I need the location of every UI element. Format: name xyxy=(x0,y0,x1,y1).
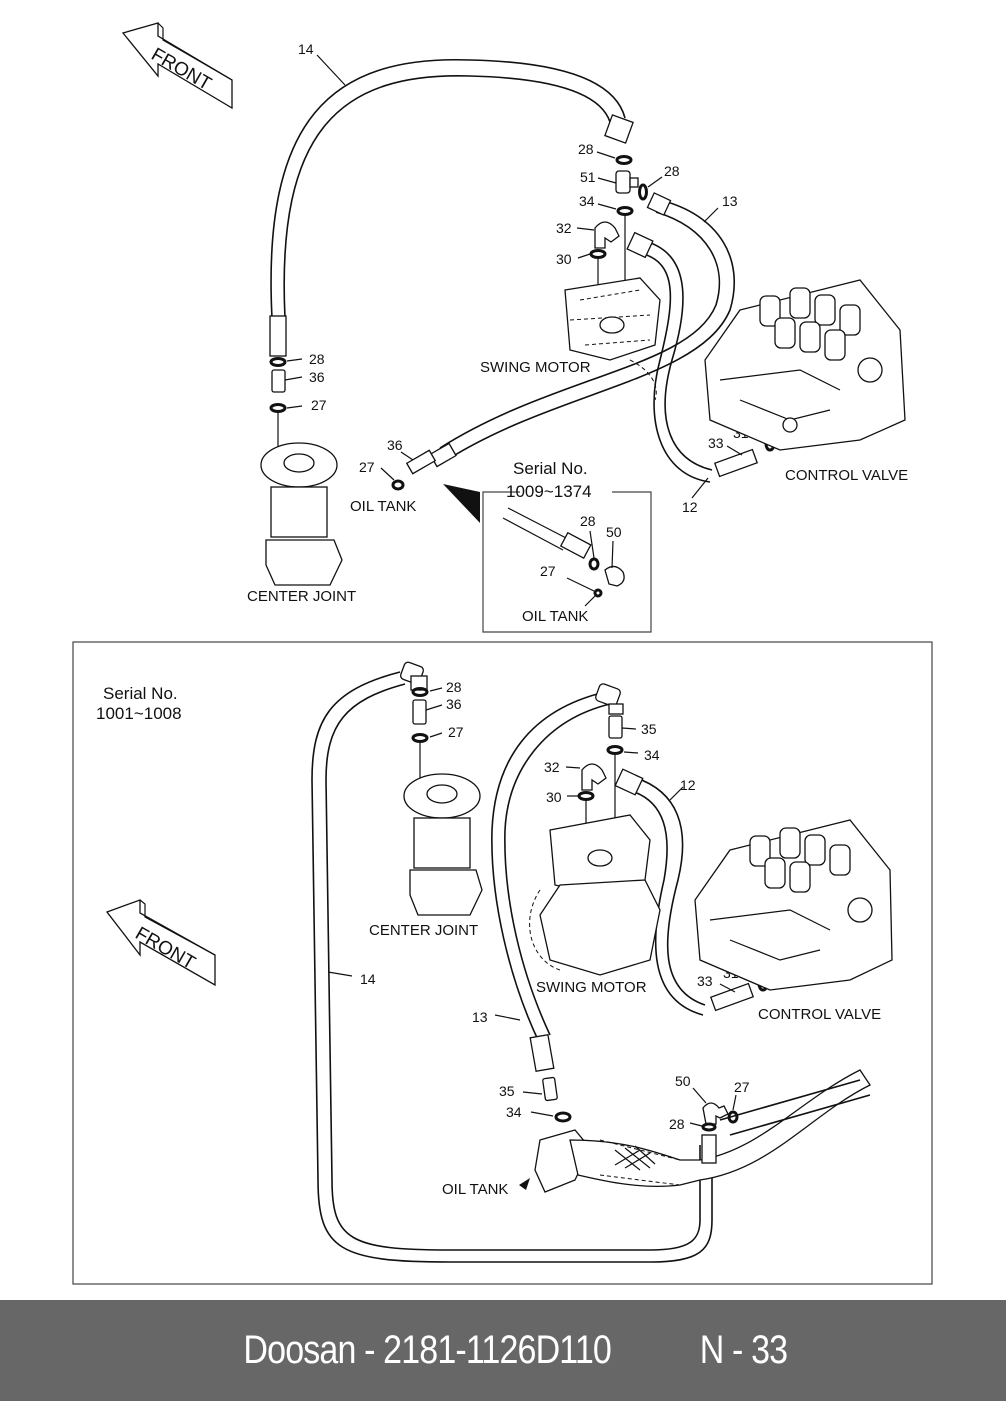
inset-oil-tank-label: OIL TANK xyxy=(522,608,588,625)
bottom-serial-label: Serial No. xyxy=(103,684,178,703)
callout-34: 34 xyxy=(579,193,595,209)
bottom-frame xyxy=(72,641,933,1285)
oil-tank-connection: 27 36 OIL TANK xyxy=(350,437,437,515)
inset-callout-50: 50 xyxy=(606,524,622,540)
callout-28b-bottom: 28 xyxy=(669,1116,685,1132)
callout-27-bottom: 27 xyxy=(448,724,464,740)
callout-27b-bottom: 27 xyxy=(734,1079,750,1095)
hose-13-bottom: 13 xyxy=(472,683,621,1073)
oil-tank-label: OIL TANK xyxy=(350,498,416,515)
callout-28-bottom: 28 xyxy=(446,679,462,695)
callout-35-bottom: 35 xyxy=(641,721,657,737)
center-joint-fittings-bottom: 28 36 27 xyxy=(410,675,464,780)
callout-30: 30 xyxy=(556,251,572,267)
center-joint-fittings: 28 36 27 xyxy=(269,351,327,452)
center-joint-label: CENTER JOINT xyxy=(247,588,356,605)
bottom-diagram: Serial No. 1001~1008 FRONT 14 28 36 xyxy=(72,641,933,1285)
control-valve-label: CONTROL VALVE xyxy=(785,467,908,484)
callout-30-bottom: 30 xyxy=(546,789,562,805)
footer-page-number: N - 33 xyxy=(699,1328,787,1372)
swing-motor: SWING MOTOR xyxy=(480,277,661,401)
callout-33-bottom: 33 xyxy=(697,973,713,989)
callout-36: 36 xyxy=(309,369,325,385)
callout-36b: 36 xyxy=(387,437,403,453)
center-joint-bottom: CENTER JOINT xyxy=(369,773,483,939)
callout-35b-bottom: 35 xyxy=(499,1083,515,1099)
callout-32-bottom: 32 xyxy=(544,759,560,775)
callout-32: 32 xyxy=(556,220,572,236)
callout-36-bottom: 36 xyxy=(446,696,462,712)
callout-12-bottom: 12 xyxy=(680,777,696,793)
callout-13: 13 xyxy=(722,193,738,209)
footer-banner: Doosan - 2181-1126D110 N - 33 xyxy=(0,1300,1006,1401)
callout-34-bottom: 34 xyxy=(644,747,660,763)
callout-27b: 27 xyxy=(359,459,375,475)
front-arrow-icon-bottom: FRONT xyxy=(105,899,216,987)
inset-serial-label: Serial No. xyxy=(513,459,588,478)
control-valve: CONTROL VALVE xyxy=(704,279,908,484)
callout-28c: 28 xyxy=(309,351,325,367)
pointer-triangle xyxy=(443,484,480,523)
bottom-serial-range: 1001~1008 xyxy=(96,704,182,723)
inset-serial-1009-1374: Serial No. 1009~1374 28 50 27 OIL TANK xyxy=(443,459,652,633)
swing-motor-fittings: 28 51 28 34 32 30 xyxy=(556,141,680,290)
callout-28: 28 xyxy=(578,141,594,157)
front-arrow-icon: FRONT xyxy=(121,22,233,110)
oil-tank-arrow-icon xyxy=(519,1178,530,1190)
swing-motor-fittings-bottom: 35 34 32 30 xyxy=(544,703,660,830)
swing-motor-bottom: SWING MOTOR xyxy=(529,814,661,996)
swing-motor-label: SWING MOTOR xyxy=(480,359,591,376)
footer-part-number: Doosan - 2181-1126D110 xyxy=(243,1328,612,1372)
callout-27: 27 xyxy=(311,397,327,413)
oil-tank-pipe-bottom: 35 34 OIL TANK 50 27 28 xyxy=(442,1069,871,1198)
swing-motor-label-bottom: SWING MOTOR xyxy=(536,979,647,996)
callout-50-bottom: 50 xyxy=(675,1073,691,1089)
callout-14: 14 xyxy=(298,41,314,57)
callout-34b-bottom: 34 xyxy=(506,1104,522,1120)
callout-13-bottom: 13 xyxy=(472,1009,488,1025)
oil-tank-label-bottom: OIL TANK xyxy=(442,1181,508,1198)
control-valve-label-bottom: CONTROL VALVE xyxy=(758,1006,881,1023)
hose-14: 14 xyxy=(269,41,634,357)
inset-serial-range: 1009~1374 xyxy=(506,482,592,501)
control-valve-bottom: CONTROL VALVE xyxy=(694,819,893,1023)
center-joint-label-bottom: CENTER JOINT xyxy=(369,922,478,939)
inset-callout-27: 27 xyxy=(540,563,556,579)
callout-51: 51 xyxy=(580,169,596,185)
top-diagram: FRONT 14 28 51 28 34 xyxy=(121,22,908,633)
callout-14-bottom: 14 xyxy=(360,971,376,987)
callout-33: 33 xyxy=(708,435,724,451)
center-joint: CENTER JOINT xyxy=(247,442,356,605)
hose-13: 13 xyxy=(429,192,738,468)
parts-diagram: FRONT 14 28 51 28 34 xyxy=(72,22,933,1285)
inset-callout-28: 28 xyxy=(580,513,596,529)
callout-28b: 28 xyxy=(664,163,680,179)
callout-12: 12 xyxy=(682,499,698,515)
